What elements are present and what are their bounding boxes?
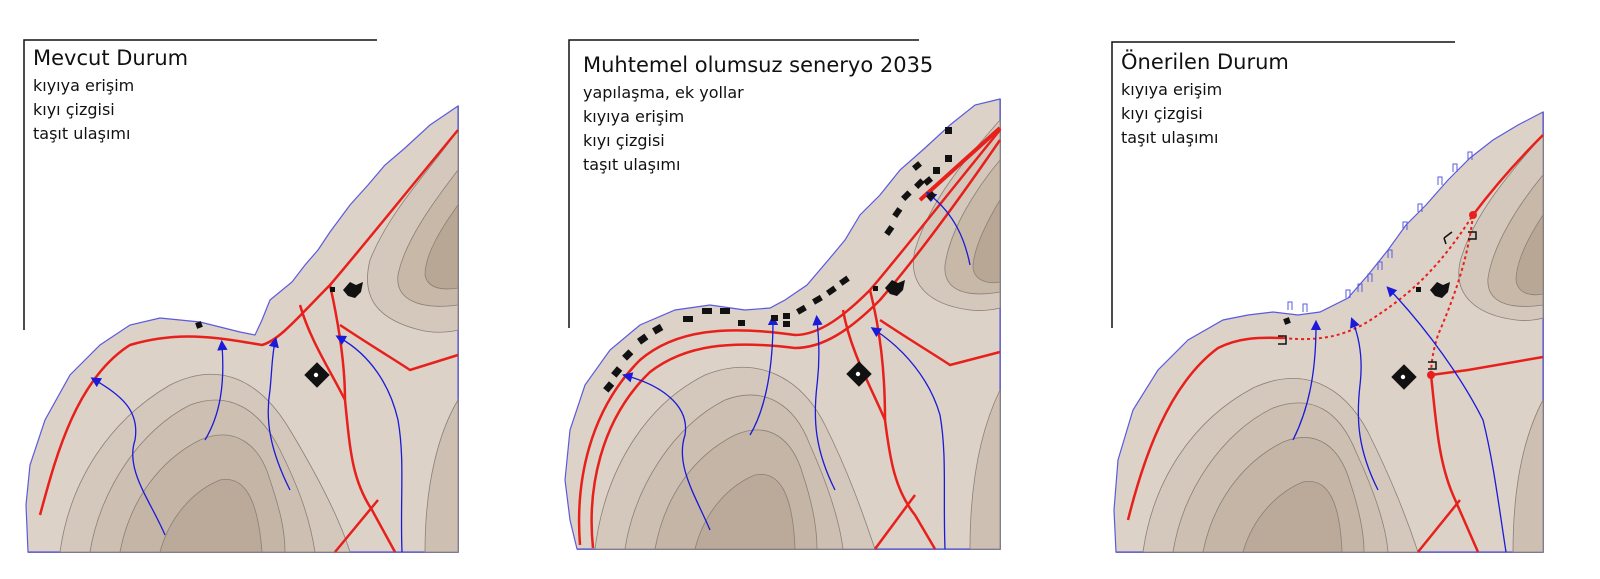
panel-title: Mevcut Durum — [33, 46, 189, 70]
legend-existing: Mevcut Durum kıyıya erişim kıyı çizgisi … — [33, 45, 188, 146]
legend-item: taşıt ulaşımı — [1121, 128, 1219, 147]
legend-item: kıyıya erişim — [583, 107, 685, 126]
panel-title: Muhtemel olumsuz seneryo 2035 — [583, 53, 934, 77]
legend-item: kıyı çizgisi — [1121, 104, 1203, 123]
panel-proposed: Önerilen Durum kıyıya erişim kıyı çizgis… — [1088, 0, 1600, 579]
legend-item: taşıt ulaşımı — [583, 155, 681, 174]
legend-item: kıyıya erişim — [1121, 80, 1223, 99]
contour-hills — [1142, 133, 1544, 553]
legend-proposed: Önerilen Durum kıyıya erişim kıyı çizgis… — [1121, 49, 1289, 150]
contour-hills — [59, 128, 459, 553]
roads — [577, 126, 1002, 550]
legend-item: kıyıya erişim — [33, 76, 135, 95]
coastline-piers — [1287, 151, 1473, 312]
map-proposed — [1111, 41, 1544, 553]
road-nodes — [1427, 211, 1477, 379]
legend-item: taşıt ulaşımı — [33, 124, 131, 143]
streams — [1292, 286, 1507, 553]
panel-title: Önerilen Durum — [1121, 50, 1289, 74]
map-existing — [23, 39, 459, 553]
panel-existing: Mevcut Durum kıyıya erişim kıyı çizgisi … — [0, 0, 530, 579]
legend-negative-scenario: Muhtemel olumsuz seneryo 2035 yapılaşma,… — [583, 52, 933, 177]
buildings — [603, 127, 952, 393]
access-markers — [1278, 231, 1477, 370]
streams — [90, 335, 403, 553]
map-negative-scenario — [564, 39, 1002, 550]
contour-hills — [594, 118, 1001, 550]
roads — [38, 129, 459, 553]
streams — [621, 191, 971, 550]
legend-item: kıyı çizgisi — [33, 100, 115, 119]
panel-negative-scenario: Muhtemel olumsuz seneryo 2035 yapılaşma,… — [545, 0, 1015, 579]
legend-item: kıyı çizgisi — [583, 131, 665, 150]
roads — [1126, 134, 1544, 553]
legend-item: yapılaşma, ek yollar — [583, 83, 744, 102]
